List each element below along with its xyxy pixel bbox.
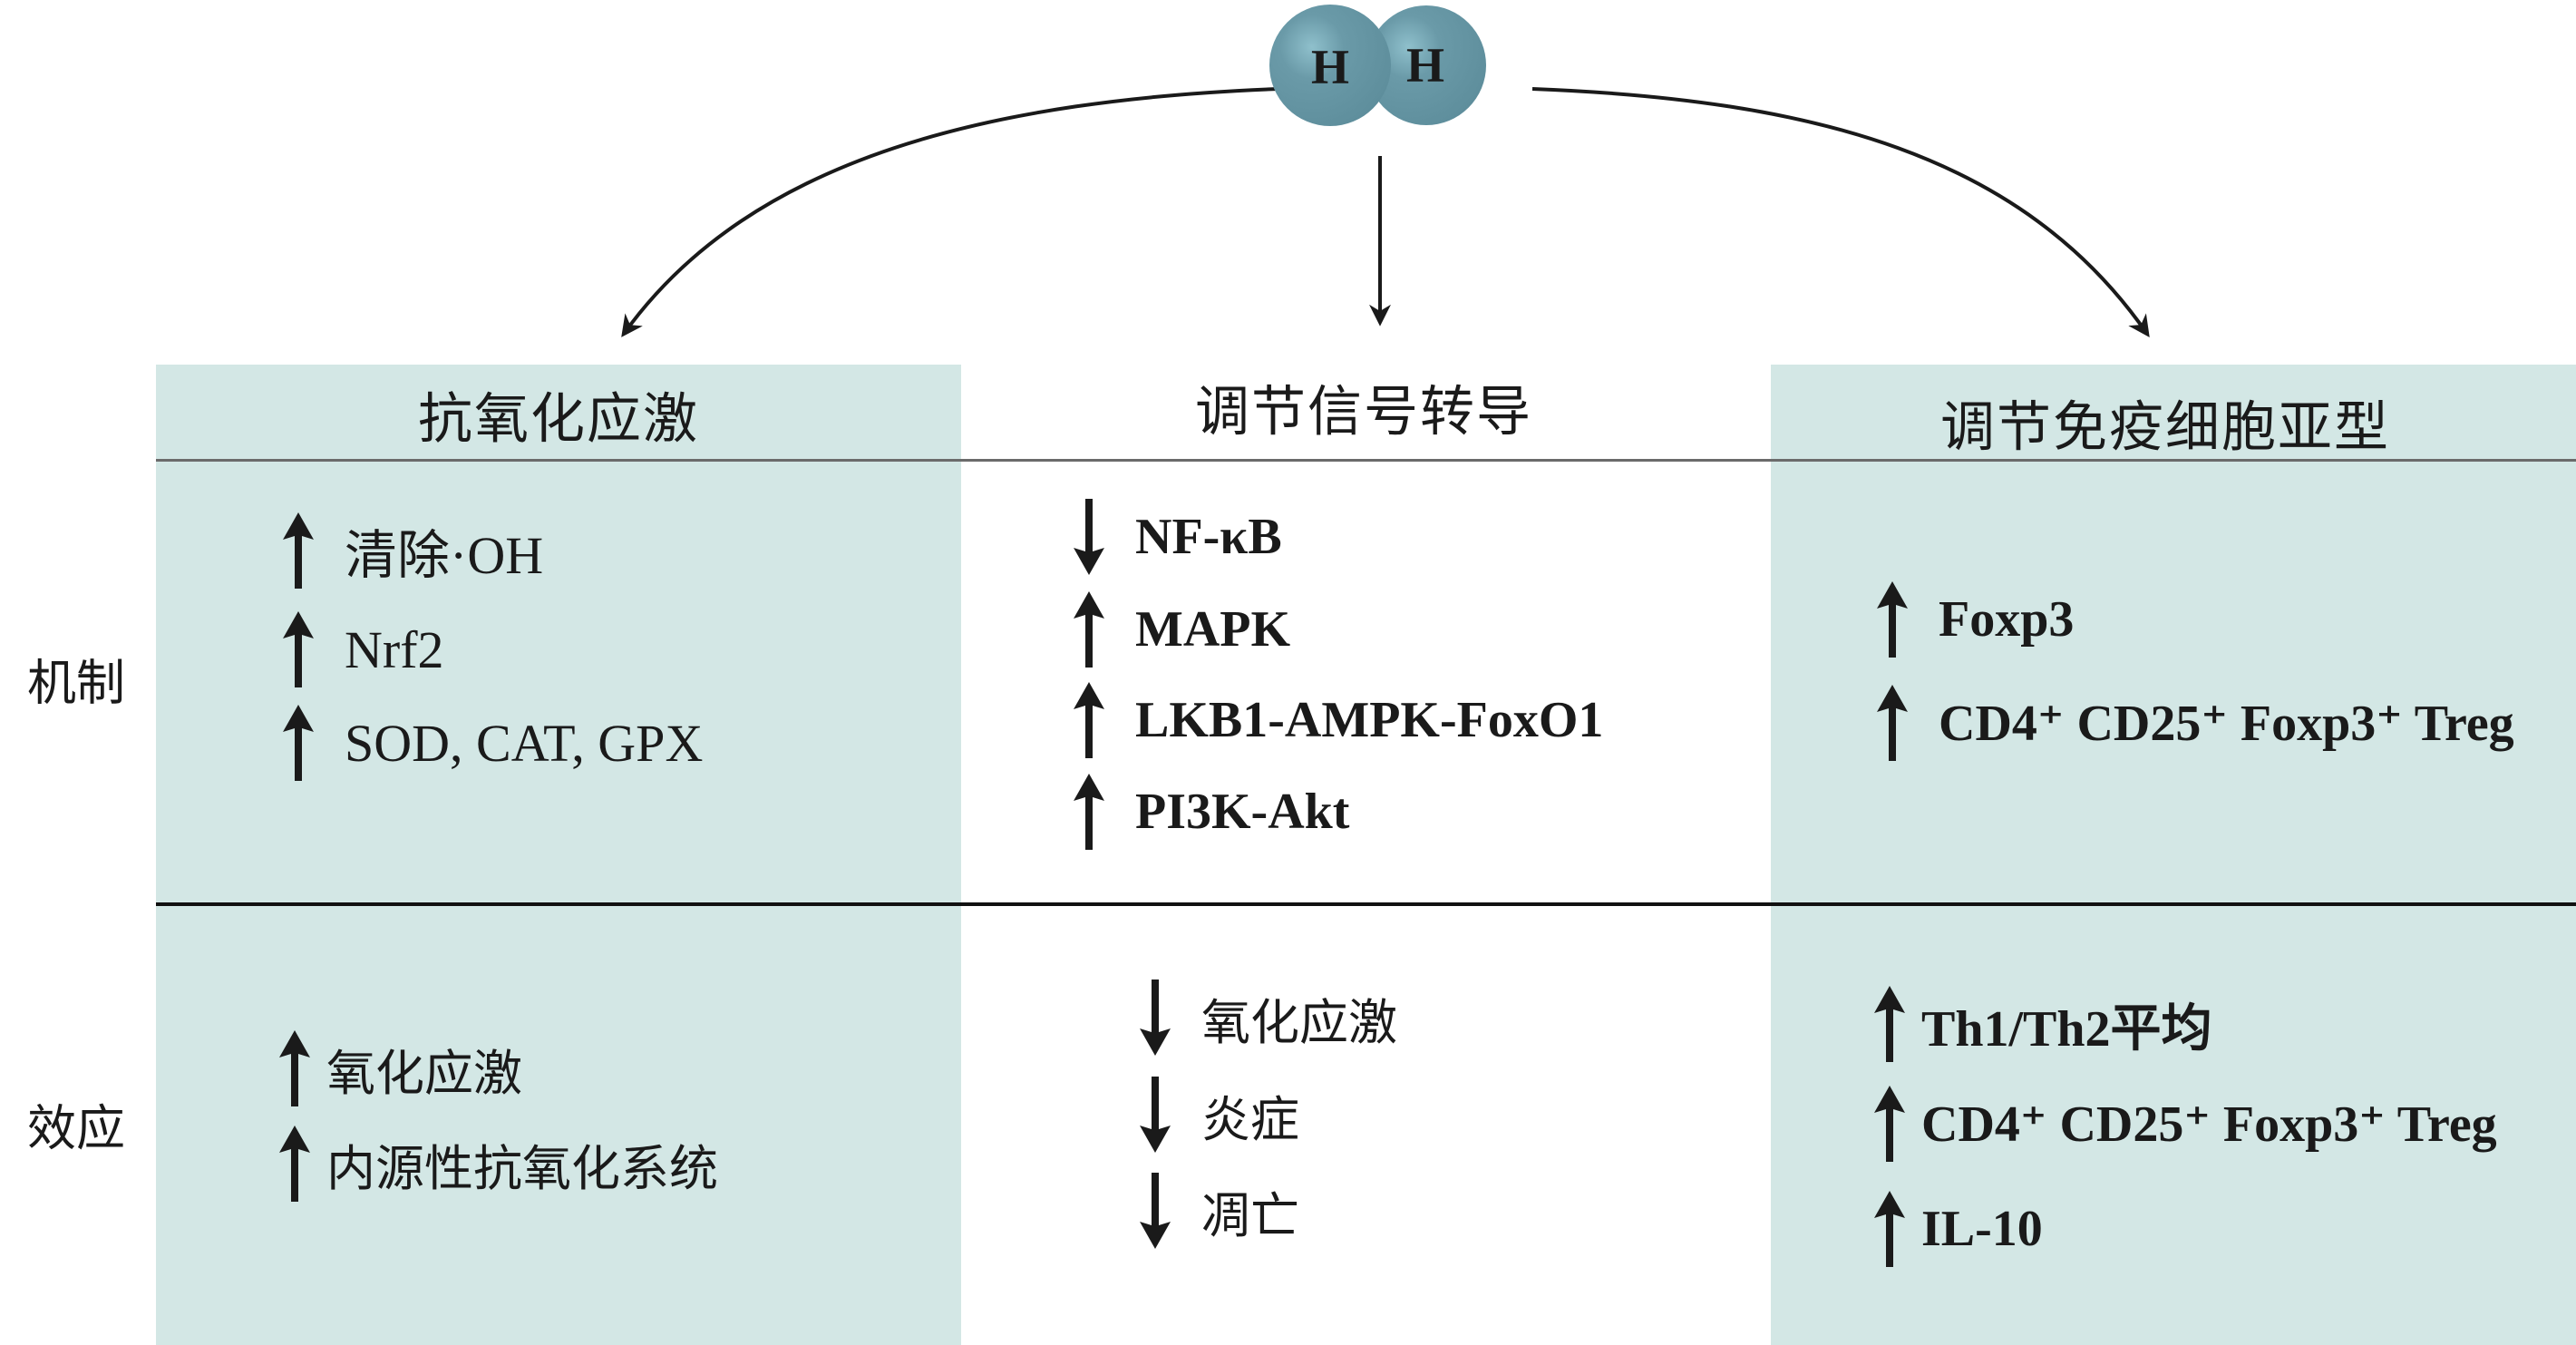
arrow-down-icon	[1074, 499, 1104, 575]
item-text: Nrf2	[345, 619, 444, 679]
row-label-effect: 效应	[27, 1099, 125, 1157]
mechanism-middle-item: LKB1-AMPK-FoxO1	[1074, 682, 1603, 758]
column-title-signaling: 调节信号转导	[1195, 380, 1532, 444]
mechanism-left-item: SOD, CAT, GPX	[283, 705, 703, 781]
arrow-up-icon	[279, 1030, 310, 1106]
item-text: LKB1-AMPK-FoxO1	[1135, 692, 1604, 748]
arrow-down-icon	[1140, 980, 1171, 1056]
mechanism-middle-item: PI3K-Akt	[1074, 774, 1349, 850]
arrow-up-icon	[1074, 591, 1104, 668]
right-column-panel	[1771, 365, 2576, 1345]
effect-middle-item: 氧化应激	[1140, 980, 1397, 1056]
row-divider	[156, 902, 2576, 906]
effect-right-item: CD4⁺ CD25⁺ Foxp3⁺ Treg	[1874, 1086, 2497, 1162]
arrow-to-immune	[1531, 87, 2150, 337]
item-text: PI3K-Akt	[1135, 784, 1350, 840]
mechanism-right-item: CD4⁺ CD25⁺ Foxp3⁺ Treg	[1877, 685, 2514, 761]
arrow-up-icon	[283, 512, 314, 589]
item-text: CD4⁺ CD25⁺ Foxp3⁺ Treg	[1921, 1096, 2497, 1153]
item-text: SOD, CAT, GPX	[345, 713, 704, 773]
arrow-up-icon	[283, 611, 314, 687]
column-title-antioxidant: 抗氧化应激	[418, 387, 699, 452]
arrow-up-icon	[1874, 1086, 1905, 1162]
mechanism-middle-item: MAPK	[1074, 591, 1290, 668]
arrow-down-icon	[1140, 1077, 1171, 1153]
item-text: 清除·OH	[345, 526, 544, 585]
item-text: 氧化应激	[326, 1044, 522, 1102]
header-divider	[156, 459, 2576, 462]
item-text: IL-10	[1921, 1201, 2043, 1257]
arrow-to-antioxidant	[621, 87, 1279, 337]
row-label-mechanism: 机制	[27, 654, 125, 712]
atom-label-1: H	[1310, 40, 1350, 94]
effect-left-item: 氧化应激	[279, 1030, 522, 1106]
column-title-immune: 调节免疫细胞亚型	[1940, 395, 2390, 460]
atom-label-2: H	[1405, 38, 1445, 93]
mechanism-left-item: 清除·OH	[283, 512, 543, 589]
effect-right-item: IL-10	[1874, 1191, 2043, 1267]
arrow-up-icon	[283, 705, 314, 781]
arrow-up-icon	[279, 1126, 310, 1202]
mechanism-middle-item: NF-κB	[1074, 499, 1282, 575]
arrow-up-icon	[1074, 774, 1104, 850]
mechanism-right-item: Foxp3	[1877, 581, 2074, 658]
item-text: 氧化应激	[1201, 993, 1397, 1051]
item-text: 炎症	[1201, 1090, 1299, 1148]
item-text: 凋亡	[1201, 1186, 1299, 1244]
h2-molecule-icon	[1269, 5, 1486, 126]
arrow-up-icon	[1877, 581, 1908, 658]
item-text: CD4⁺ CD25⁺ Foxp3⁺ Treg	[1939, 696, 2514, 752]
effect-right-item: Th1/Th2平均	[1874, 986, 2212, 1062]
effect-middle-item: 炎症	[1140, 1077, 1299, 1153]
arrow-up-icon	[1074, 682, 1104, 758]
arrow-up-icon	[1874, 1191, 1905, 1267]
item-text: Foxp3	[1939, 591, 2075, 648]
mechanism-left-item: Nrf2	[283, 611, 444, 687]
arrow-down-icon	[1140, 1173, 1171, 1249]
arrow-up-icon	[1874, 986, 1905, 1062]
item-text: 内源性抗氧化系统	[326, 1139, 718, 1197]
item-text: MAPK	[1135, 601, 1291, 658]
arrow-up-icon	[1877, 685, 1908, 761]
item-text: NF-κB	[1135, 509, 1282, 565]
effect-middle-item: 凋亡	[1140, 1173, 1299, 1249]
item-text: Th1/Th2平均	[1921, 1000, 2212, 1057]
effect-left-item: 内源性抗氧化系统	[279, 1126, 718, 1202]
